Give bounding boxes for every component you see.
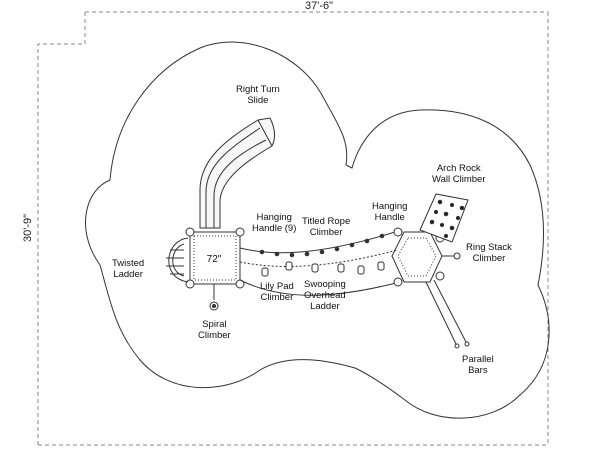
arch-rock-wall-climber xyxy=(419,193,469,243)
main-deck xyxy=(185,227,245,289)
parallel-bars xyxy=(425,279,470,349)
right-turn-slide xyxy=(199,117,275,229)
label-parallel-bars: Parallel Bars xyxy=(462,354,494,376)
label-titled-rope-climber: Titled Rope Climber xyxy=(302,216,351,238)
label-hanging-handle: Hanging Handle xyxy=(372,201,408,223)
width-dimension-label: 37'-6" xyxy=(305,0,334,12)
label-ring-stack-climber: Ring Stack Climber xyxy=(466,242,512,264)
height-dimension-label: 30'-9" xyxy=(22,213,35,243)
swooping-overhead-ladder xyxy=(239,231,401,296)
twisted-ladder xyxy=(166,237,189,283)
hanging-handles xyxy=(259,233,385,258)
label-swooping-overhead-ladder: Swooping Overhead Ladder xyxy=(304,279,346,312)
deck-size-label: 72" xyxy=(207,254,222,265)
label-arch-rock-wall-climber: Arch Rock Wall Climber xyxy=(432,163,486,185)
label-lily-pad-climber: Lily Pad Climber xyxy=(260,281,294,303)
spiral-climber xyxy=(209,284,219,311)
dimension-frame xyxy=(37,11,549,446)
ring-stack-climber xyxy=(442,252,461,260)
label-right-turn-slide: Right Turn Slide xyxy=(236,84,280,106)
dimension-frame-top xyxy=(37,12,86,445)
label-twisted-ladder: Twisted Ladder xyxy=(112,258,145,280)
lily-pad-climber xyxy=(261,261,385,277)
right-tower xyxy=(391,227,445,287)
label-spiral-climber: Spiral Climber xyxy=(198,319,231,341)
label-hanging-handle-9: Hanging Handle (9) xyxy=(252,212,297,234)
safety-zone-outline xyxy=(85,41,550,419)
